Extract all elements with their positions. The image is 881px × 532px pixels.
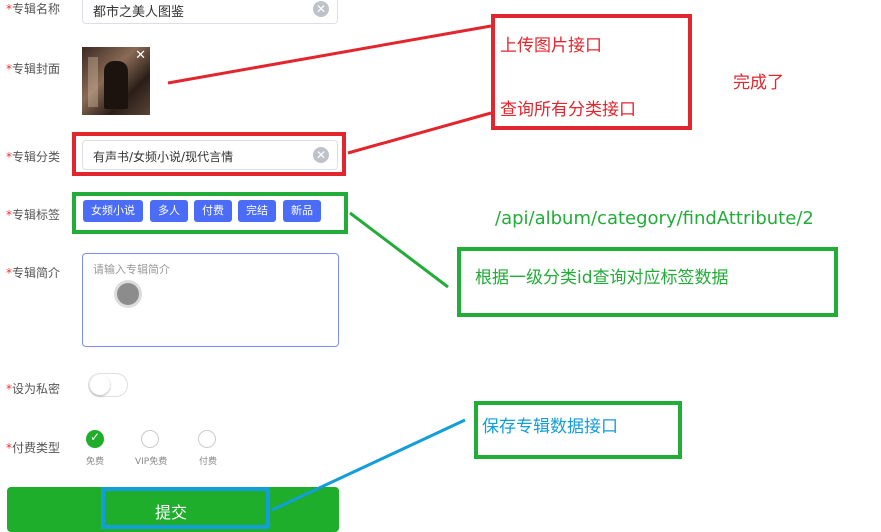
cover-thumbnail[interactable]: ✕ [82,47,150,115]
submit-highlight-box [101,487,270,529]
submit-label: 提交 [155,503,188,522]
radio-vip-free[interactable] [141,430,159,448]
done-note: 完成了 [733,73,784,93]
category-cascader[interactable]: 有声书/女频小说/现代言情 ✕ [82,140,338,170]
radio-paid-label: 付费 [199,457,218,467]
intro-placeholder: 请输入专辑简介 [93,263,170,276]
submit-button[interactable]: 提交 [7,487,339,532]
private-switch[interactable] [88,373,128,397]
tag-item[interactable]: 女频小说 [83,200,143,222]
pay-type-label: *付费类型 [6,441,61,455]
clear-icon[interactable]: ✕ [313,147,329,163]
api-note-red-box: 上传图片接口 查询所有分类接口 [491,14,692,130]
intro-label: *专辑简介 [6,266,61,280]
save-api-note: 保存专辑数据接口 [482,417,618,437]
green-connector-line [349,211,449,289]
category-label: *专辑分类 [6,150,61,164]
radio-paid[interactable] [198,430,216,448]
tags-label: *专辑标签 [6,208,61,222]
radio-vip-free-label: VIP免费 [135,457,168,467]
radio-free[interactable]: ✓ [86,430,104,448]
tag-item[interactable]: 多人 [150,200,188,222]
category-api-note: 查询所有分类接口 [500,100,636,120]
cursor-indicator-icon [117,283,139,305]
album-name-value: 都市之美人图鉴 [93,5,185,20]
check-icon: ✓ [90,430,101,444]
radio-free-label: 免费 [86,457,105,467]
upload-api-note: 上传图片接口 [500,36,602,56]
api-note-green-box: 根据一级分类id查询对应标签数据 [457,247,838,317]
category-value: 有声书/女频小说/现代言情 [93,150,234,164]
cover-title-strip [88,57,98,107]
switch-knob [90,375,110,395]
blue-connector-line [271,418,466,512]
api-note-save-box: 保存专辑数据接口 [474,401,682,459]
tag-item[interactable]: 完结 [238,200,276,222]
tag-item[interactable]: 付费 [194,200,232,222]
attribute-api-url: /api/album/category/findAttribute/2 [495,208,814,229]
album-name-label: *专辑名称 [6,2,61,16]
tags-highlight-box [72,192,348,234]
attribute-api-note: 根据一级分类id查询对应标签数据 [475,268,729,288]
album-name-input[interactable]: 都市之美人图鉴 ✕ [82,0,338,24]
private-label: *设为私密 [6,382,61,396]
category-highlight-box [72,132,346,176]
cover-label: *专辑封面 [6,62,61,76]
red-connector-line [347,111,492,155]
clear-icon[interactable]: ✕ [313,1,329,17]
red-connector-line [167,24,492,85]
cover-figure [104,61,128,109]
remove-cover-icon[interactable]: ✕ [135,48,146,63]
intro-textarea[interactable]: 请输入专辑简介 [82,253,339,347]
tag-item[interactable]: 新品 [283,200,321,222]
